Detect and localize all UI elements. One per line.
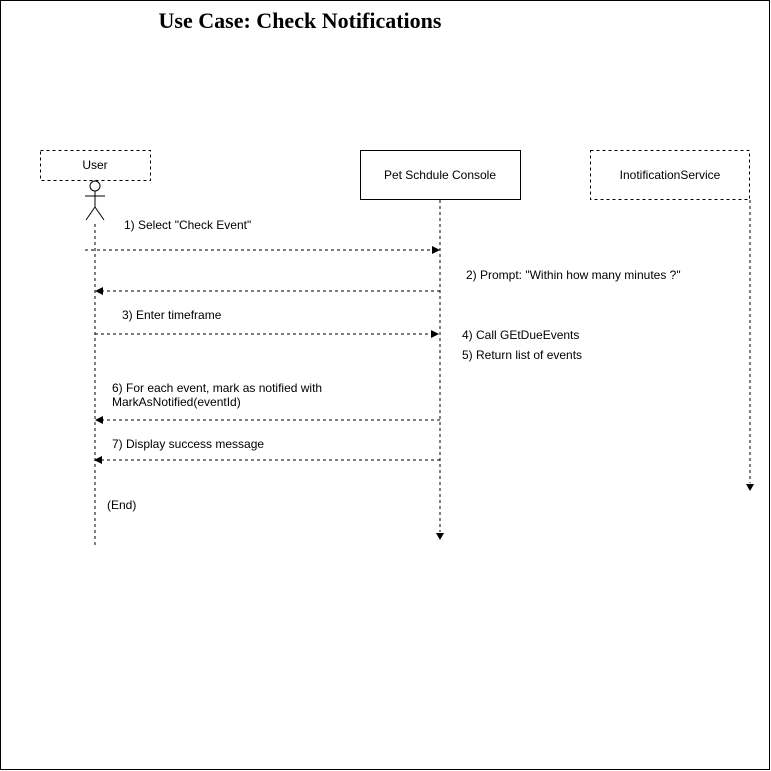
actor-stick-figure-icon	[85, 180, 105, 221]
message-1-label: 1) Select "Check Event"	[124, 218, 251, 232]
diagram-title: Use Case: Check Notifications	[159, 8, 442, 33]
user-header-box	[40, 150, 151, 181]
message-3-arrowhead	[431, 330, 439, 338]
message-7-label: 7) Display success message	[112, 437, 264, 451]
message-7-arrowhead	[94, 456, 102, 464]
service-label: InotificationService	[620, 168, 721, 182]
user-label: User	[82, 158, 107, 172]
message-6-label-line-2: MarkAsNotified(eventId)	[112, 395, 241, 409]
participant-service[interactable]: InotificationService	[590, 150, 750, 200]
end-label: (End)	[107, 498, 136, 512]
message-2-arrowhead	[95, 287, 103, 295]
service-lifeline-end-arrow	[746, 484, 754, 491]
service-header-box	[590, 150, 750, 200]
participant-user[interactable]: User	[40, 150, 151, 181]
message-6-label-line-1: 6) For each event, mark as notified with	[112, 381, 322, 395]
message-5-label: 5) Return list of events	[462, 348, 582, 362]
console-header-box	[360, 150, 521, 200]
message-2-label: 2) Prompt: "Within how many minutes ?"	[466, 268, 681, 282]
console-lifeline-end-arrow	[436, 533, 444, 540]
console-label: Pet Schdule Console	[384, 168, 496, 182]
participant-console[interactable]: Pet Schdule Console	[360, 150, 521, 200]
message-1-arrowhead	[432, 246, 440, 254]
message-6-arrowhead	[95, 416, 103, 424]
message-3-label: 3) Enter timeframe	[122, 308, 222, 322]
message-4-label: 4) Call GEtDueEvents	[462, 328, 579, 342]
